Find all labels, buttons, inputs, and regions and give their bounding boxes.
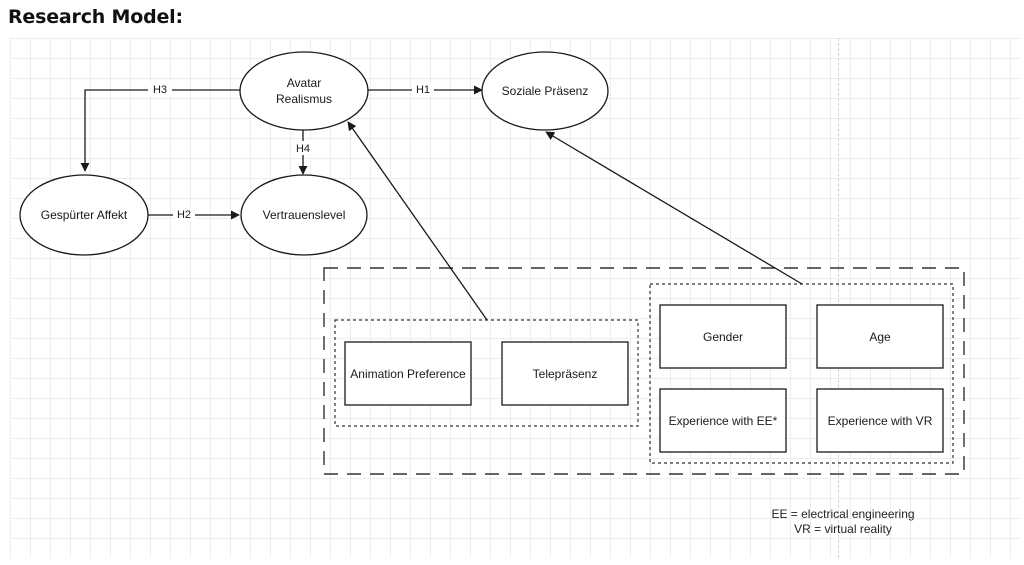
node-animation-preference: Animation Preference [344,341,472,406]
legend-ee: EE = electrical engineering [771,507,914,521]
edge-h3 [80,89,240,172]
node-experience-ee: Experience with EE* [659,388,787,453]
outer-group-boundary [323,267,965,475]
node-label-experience-ee: Experience with EE* [669,414,778,428]
node-label-gender: Gender [703,330,743,344]
edge-label-h3: H3 [153,84,167,96]
node-age: Age [816,304,944,369]
node-gender: Gender [659,304,787,369]
page-guide-line [838,38,839,558]
edge-label-h2: H2 [177,209,191,221]
node-label-avatar-line1: Avatar [287,76,321,90]
node-label-avatar-line2: Realismus [276,92,332,106]
node-label-experience-vr: Experience with VR [828,414,933,428]
node-label-telepraesenz: Telepräsenz [533,367,598,381]
legend-vr: VR = virtual reality [794,522,892,536]
node-label-vertrauenslevel: Vertrauenslevel [263,208,346,222]
node-telepraesenz: Telepräsenz [501,341,629,406]
edge-left-group-to-avatar [347,121,488,321]
edge-label-h1: H1 [416,84,430,96]
node-label-gespuerter-affekt: Gespürter Affekt [41,208,128,222]
node-gespuerter-affekt: Gespürter Affekt [19,174,149,256]
node-experience-vr: Experience with VR [816,388,944,453]
node-avatar-realismus: Avatar Realismus [239,51,369,131]
node-label-animation-preference: Animation Preference [350,367,466,381]
edge-label-h4: H4 [296,143,310,155]
node-label-age: Age [869,330,891,344]
legend: EE = electrical engineering VR = virtual… [771,507,914,536]
node-soziale-praesenz: Soziale Präsenz [481,51,609,131]
node-vertrauenslevel: Vertrauenslevel [240,174,368,256]
edge-right-group-to-soziale-praesenz [545,131,803,285]
node-label-soziale-praesenz: Soziale Präsenz [502,84,589,98]
page-title: Research Model: [8,6,183,28]
